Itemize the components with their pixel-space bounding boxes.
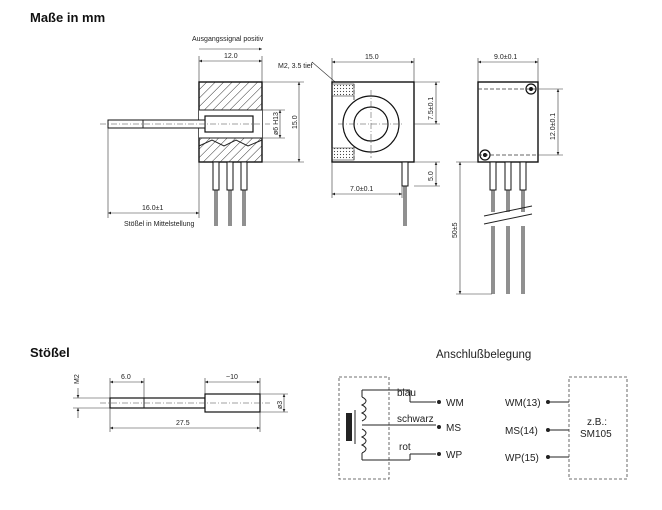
end-dim-width: 9.0±0.1 [494,54,517,61]
front-dim-center-h: 7.0±0.1 [350,186,373,193]
thread-note: M2, 3.5 tief [278,63,313,70]
wire-color-1: schwarz [397,414,434,425]
example-label: z.B.: [587,417,607,428]
dim-height-label: 15.0 [292,115,299,129]
connector-pin-0: WM(13) [505,398,541,409]
end-leads [483,161,533,294]
front-dim-pin: 5.0 [428,171,435,181]
dim-rod-label: 16.0±1 [142,205,163,212]
coil-primary [360,396,367,422]
dim-bore-label: ø6 H13 [273,112,280,135]
pin-0: WM [446,398,464,409]
wiring-diagram: blau schwarz rot WM MS WP WM(13) MS(14) … [338,376,628,480]
plunger-detail: M2 6.0 ~10 ø3 27.5 [73,374,288,432]
wire-color-0: blau [397,388,416,399]
end-dim-leads: 50±5 [452,222,459,238]
plunger-dim-total: 27.5 [176,420,190,427]
thread-insert-top [331,83,355,97]
pin-1: MS [446,423,461,434]
wire-color-2: rot [399,442,411,453]
heading-dimensions: Maße in mm [30,10,105,25]
connector-pin-2: WP(15) [505,453,539,464]
side-leads [212,161,248,226]
coil-secondary [360,428,367,454]
side-view: Ausgangssignal positiv 12.0 ø6 H13 1 [100,36,304,228]
plunger-thread: M2 [74,374,81,384]
thread-insert-bottom [331,147,355,161]
plunger-dim-thread-len: 6.0 [121,374,131,381]
front-view: M2, 3.5 tief 15.0 7.5±0.1 5.0 7.0±0 [278,54,440,226]
device-box [568,376,628,480]
sensor-core [346,413,352,441]
heading-plunger: Stößel [30,345,70,360]
end-view: 9.0±0.1 12.0±0.1 50±5 [452,54,563,295]
heading-wiring: Anschlußbelegung [436,349,531,361]
end-housing [477,81,539,163]
plunger-position-note: Stößel in Mittelstellung [124,221,195,228]
plunger-dim-diameter: ø3 [277,401,284,409]
plunger-dim-core-len: ~10 [226,374,238,381]
output-signal-note: Ausgangssignal positiv [192,36,264,43]
dim-top-label: 12.0 [224,53,238,60]
front-pin [401,161,409,187]
sensor-box [338,376,390,480]
example-device: SM105 [580,429,612,440]
front-dim-width: 15.0 [365,54,379,61]
end-dim-height: 12.0±0.1 [550,113,557,140]
front-dim-center-v: 7.5±0.1 [428,97,435,120]
connector-pin-1: MS(14) [505,426,538,437]
pin-2: WP [446,450,462,461]
